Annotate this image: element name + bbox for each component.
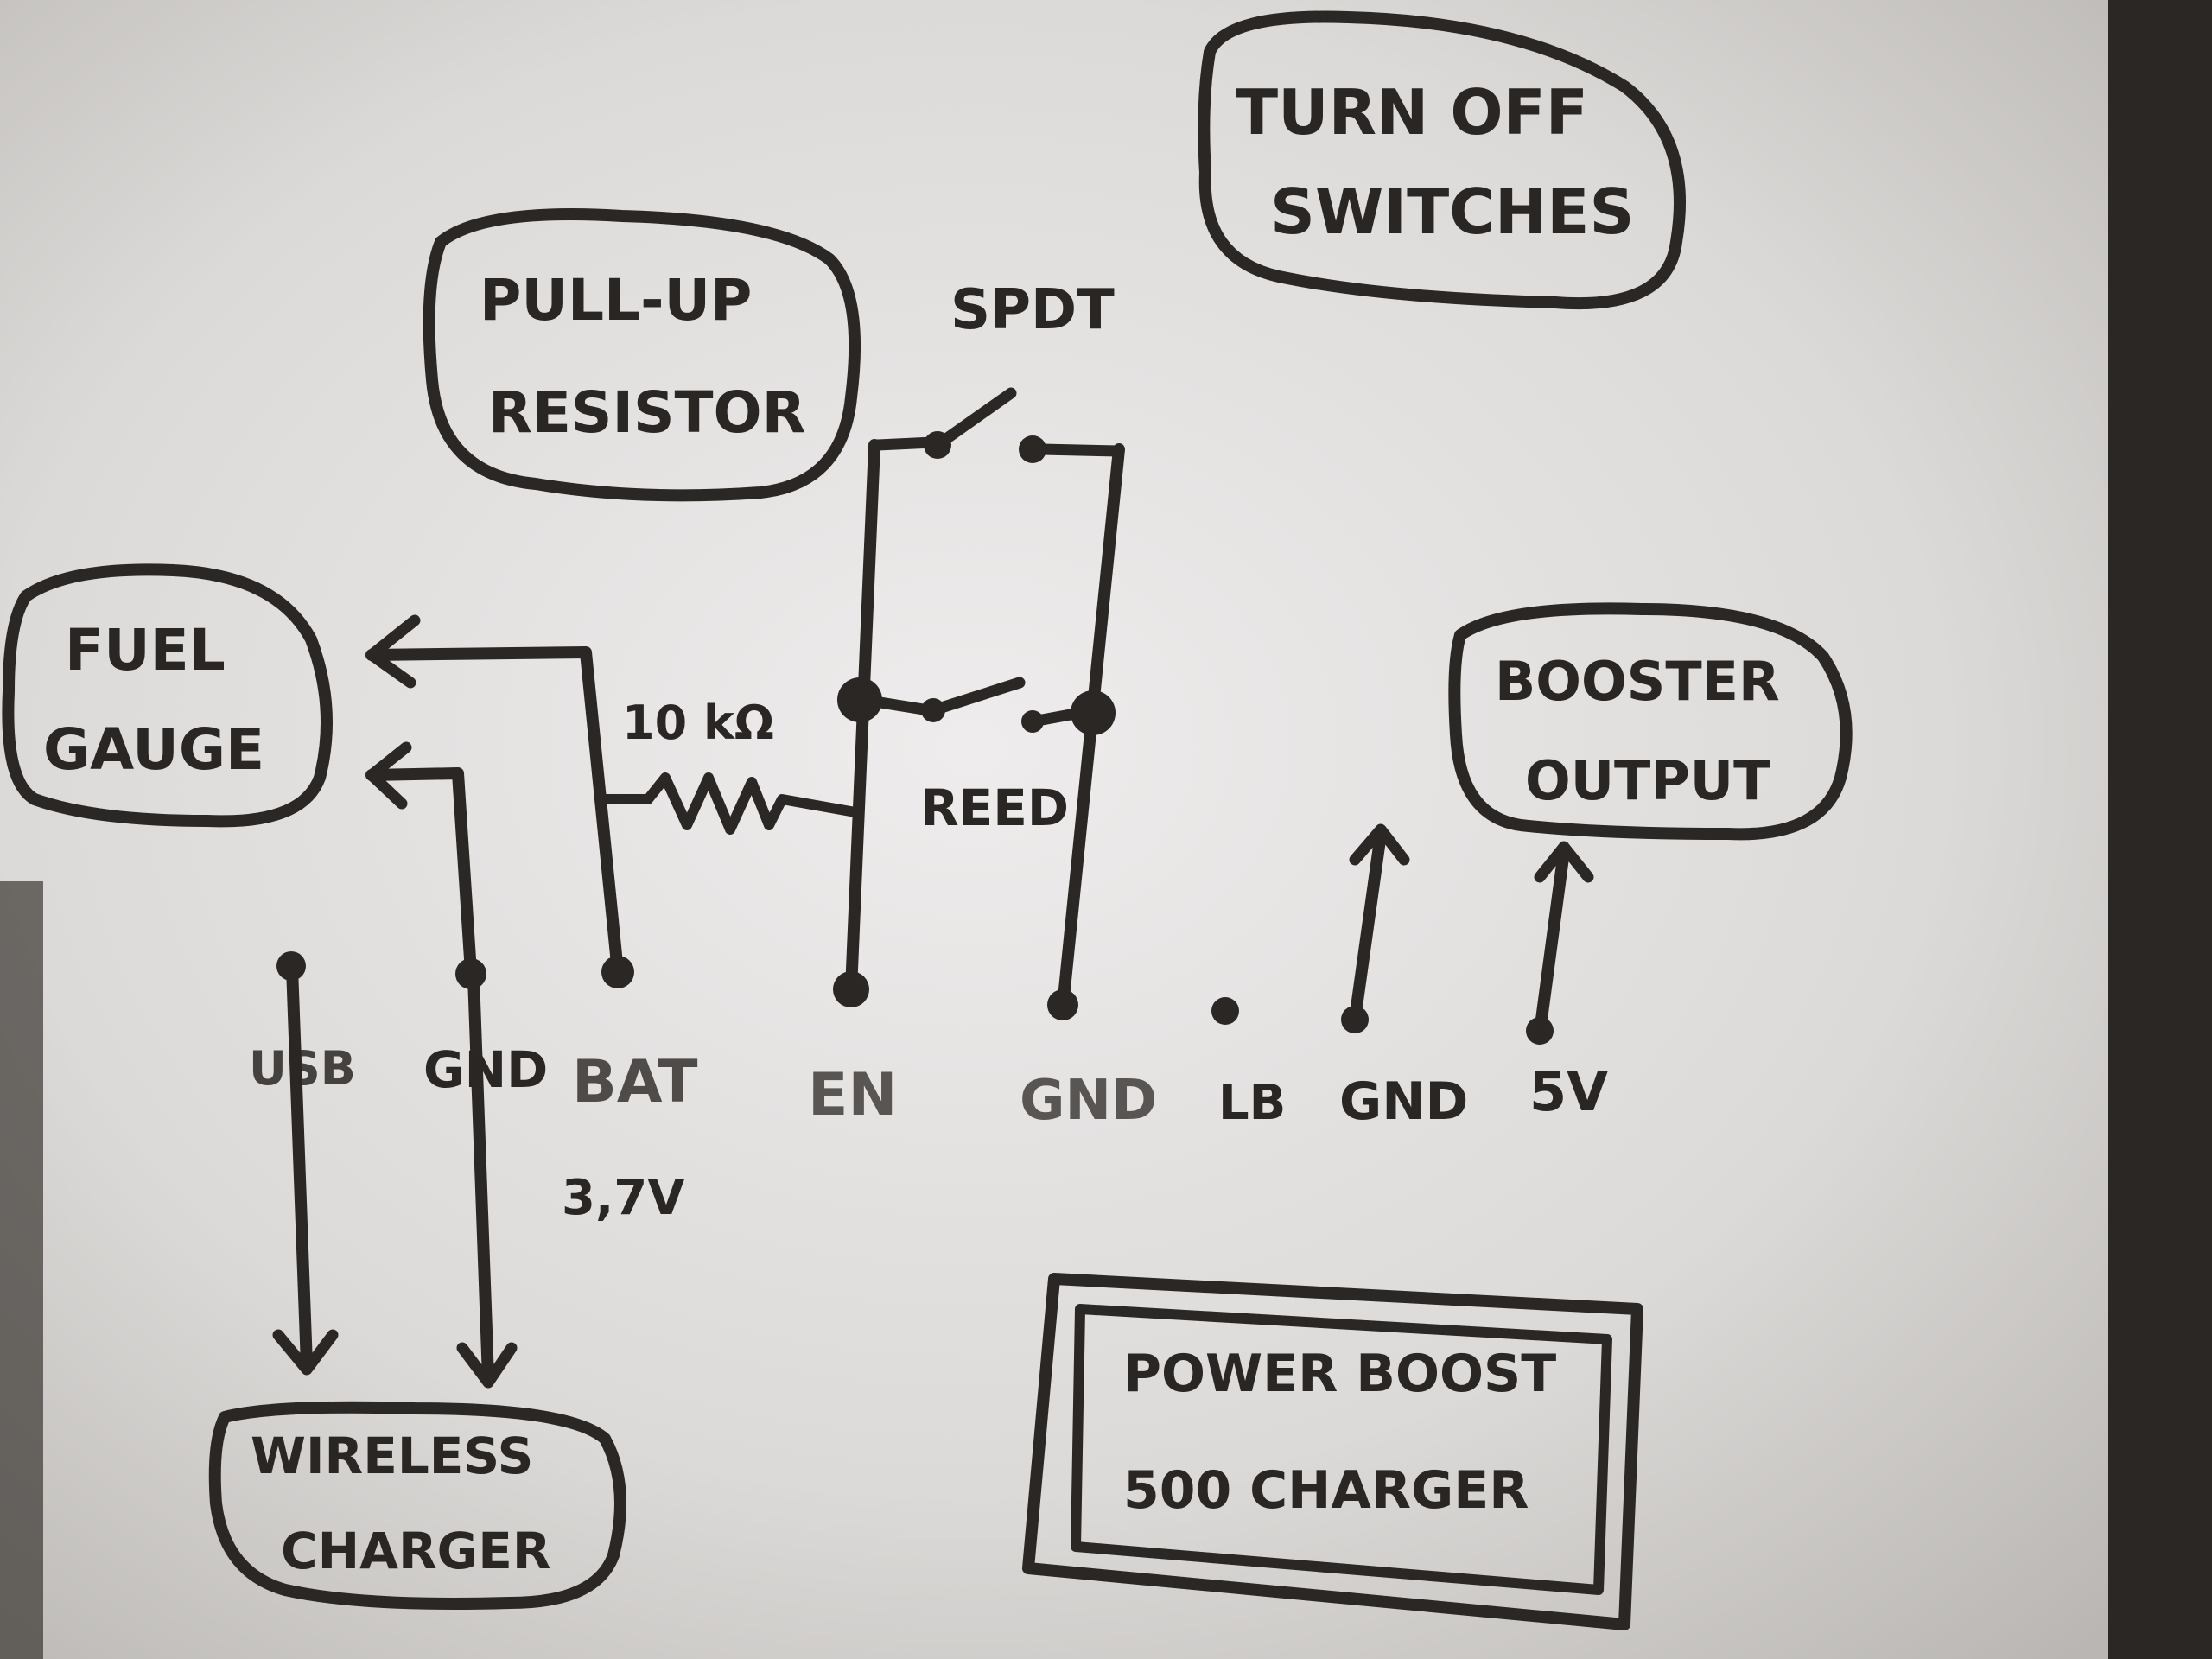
fuel-gauge-text-line2: GAUGE [43,716,264,783]
wireless-text-line1: WIRELESS [251,1427,533,1485]
pin-dots [276,951,1554,1045]
booster-text-line1: BOOSTER [1495,650,1780,713]
gnd-3-pin-dot [1341,1006,1369,1033]
turn-off-text-line2: SWITCHES [1270,175,1634,248]
turn-off-text-line1: TURN OFF [1236,76,1588,149]
powerboost-board: POWER BOOST 500 CHARGER [1022,1273,1643,1630]
bat-pin-dot [601,956,634,988]
whiteboard-frame [2108,0,2212,1659]
whiteboard-left-frame [0,881,43,1659]
fuel-gauge-text-line1: FUEL [65,617,226,683]
booster-output-bubble: BOOSTER OUTPUT [1448,602,1853,841]
resistor-value-label: 10 kΩ [622,696,774,750]
booster-text-line2: OUTPUT [1525,749,1770,812]
spdt-label: SPDT [950,278,1115,342]
gnd-1-pin-label: GND [423,1040,548,1099]
pull-up-text-line2: RESISTOR [488,379,805,446]
gnd-2-pin-dot [1047,989,1078,1020]
gnd-3-pin-label: GND [1339,1071,1468,1132]
usb-pin-dot [276,951,306,981]
en-pin-label: EN [808,1061,897,1129]
usb-pin-label: USB [249,1041,356,1096]
spdt-switch: SPDT [871,278,1125,463]
board-text-line2: 500 CHARGER [1123,1460,1529,1521]
wireless-charger-bubble: WIRELESS CHARGER [208,1401,626,1610]
bat-pin-label: BAT [572,1048,698,1116]
lb-pin-label: LB [1218,1075,1286,1131]
reed-switch: REED [837,677,1116,837]
pull-up-resistor-bubble: PULL-UP RESISTOR [423,208,861,502]
lb-pin-dot [1211,997,1239,1025]
turn-off-switches-bubble: TURN OFF SWITCHES [1198,10,1686,310]
reed-label: REED [920,779,1069,837]
board-text-line1: POWER BOOST [1123,1344,1556,1404]
spdt-contact-dot [1019,435,1046,463]
gnd-2-pin-label: GND [1020,1069,1157,1133]
bat-voltage-label: 3,7V [562,1170,685,1226]
wiring [272,439,1594,1389]
pull-up-resistor: 10 kΩ [600,696,861,835]
wireless-text-line2: CHARGER [281,1522,551,1580]
five-v-pin-dot [1526,1017,1554,1045]
pin-labels: USB GND BAT 3,7V EN GND LB GND 5V [249,1040,1608,1226]
en-pin-dot [833,971,869,1007]
five-v-pin-label: 5V [1529,1060,1608,1123]
gnd-1-pin-dot [455,958,486,989]
pull-up-text-line1: PULL-UP [480,267,752,334]
fuel-gauge-bubble: FUEL GAUGE [2,563,333,828]
